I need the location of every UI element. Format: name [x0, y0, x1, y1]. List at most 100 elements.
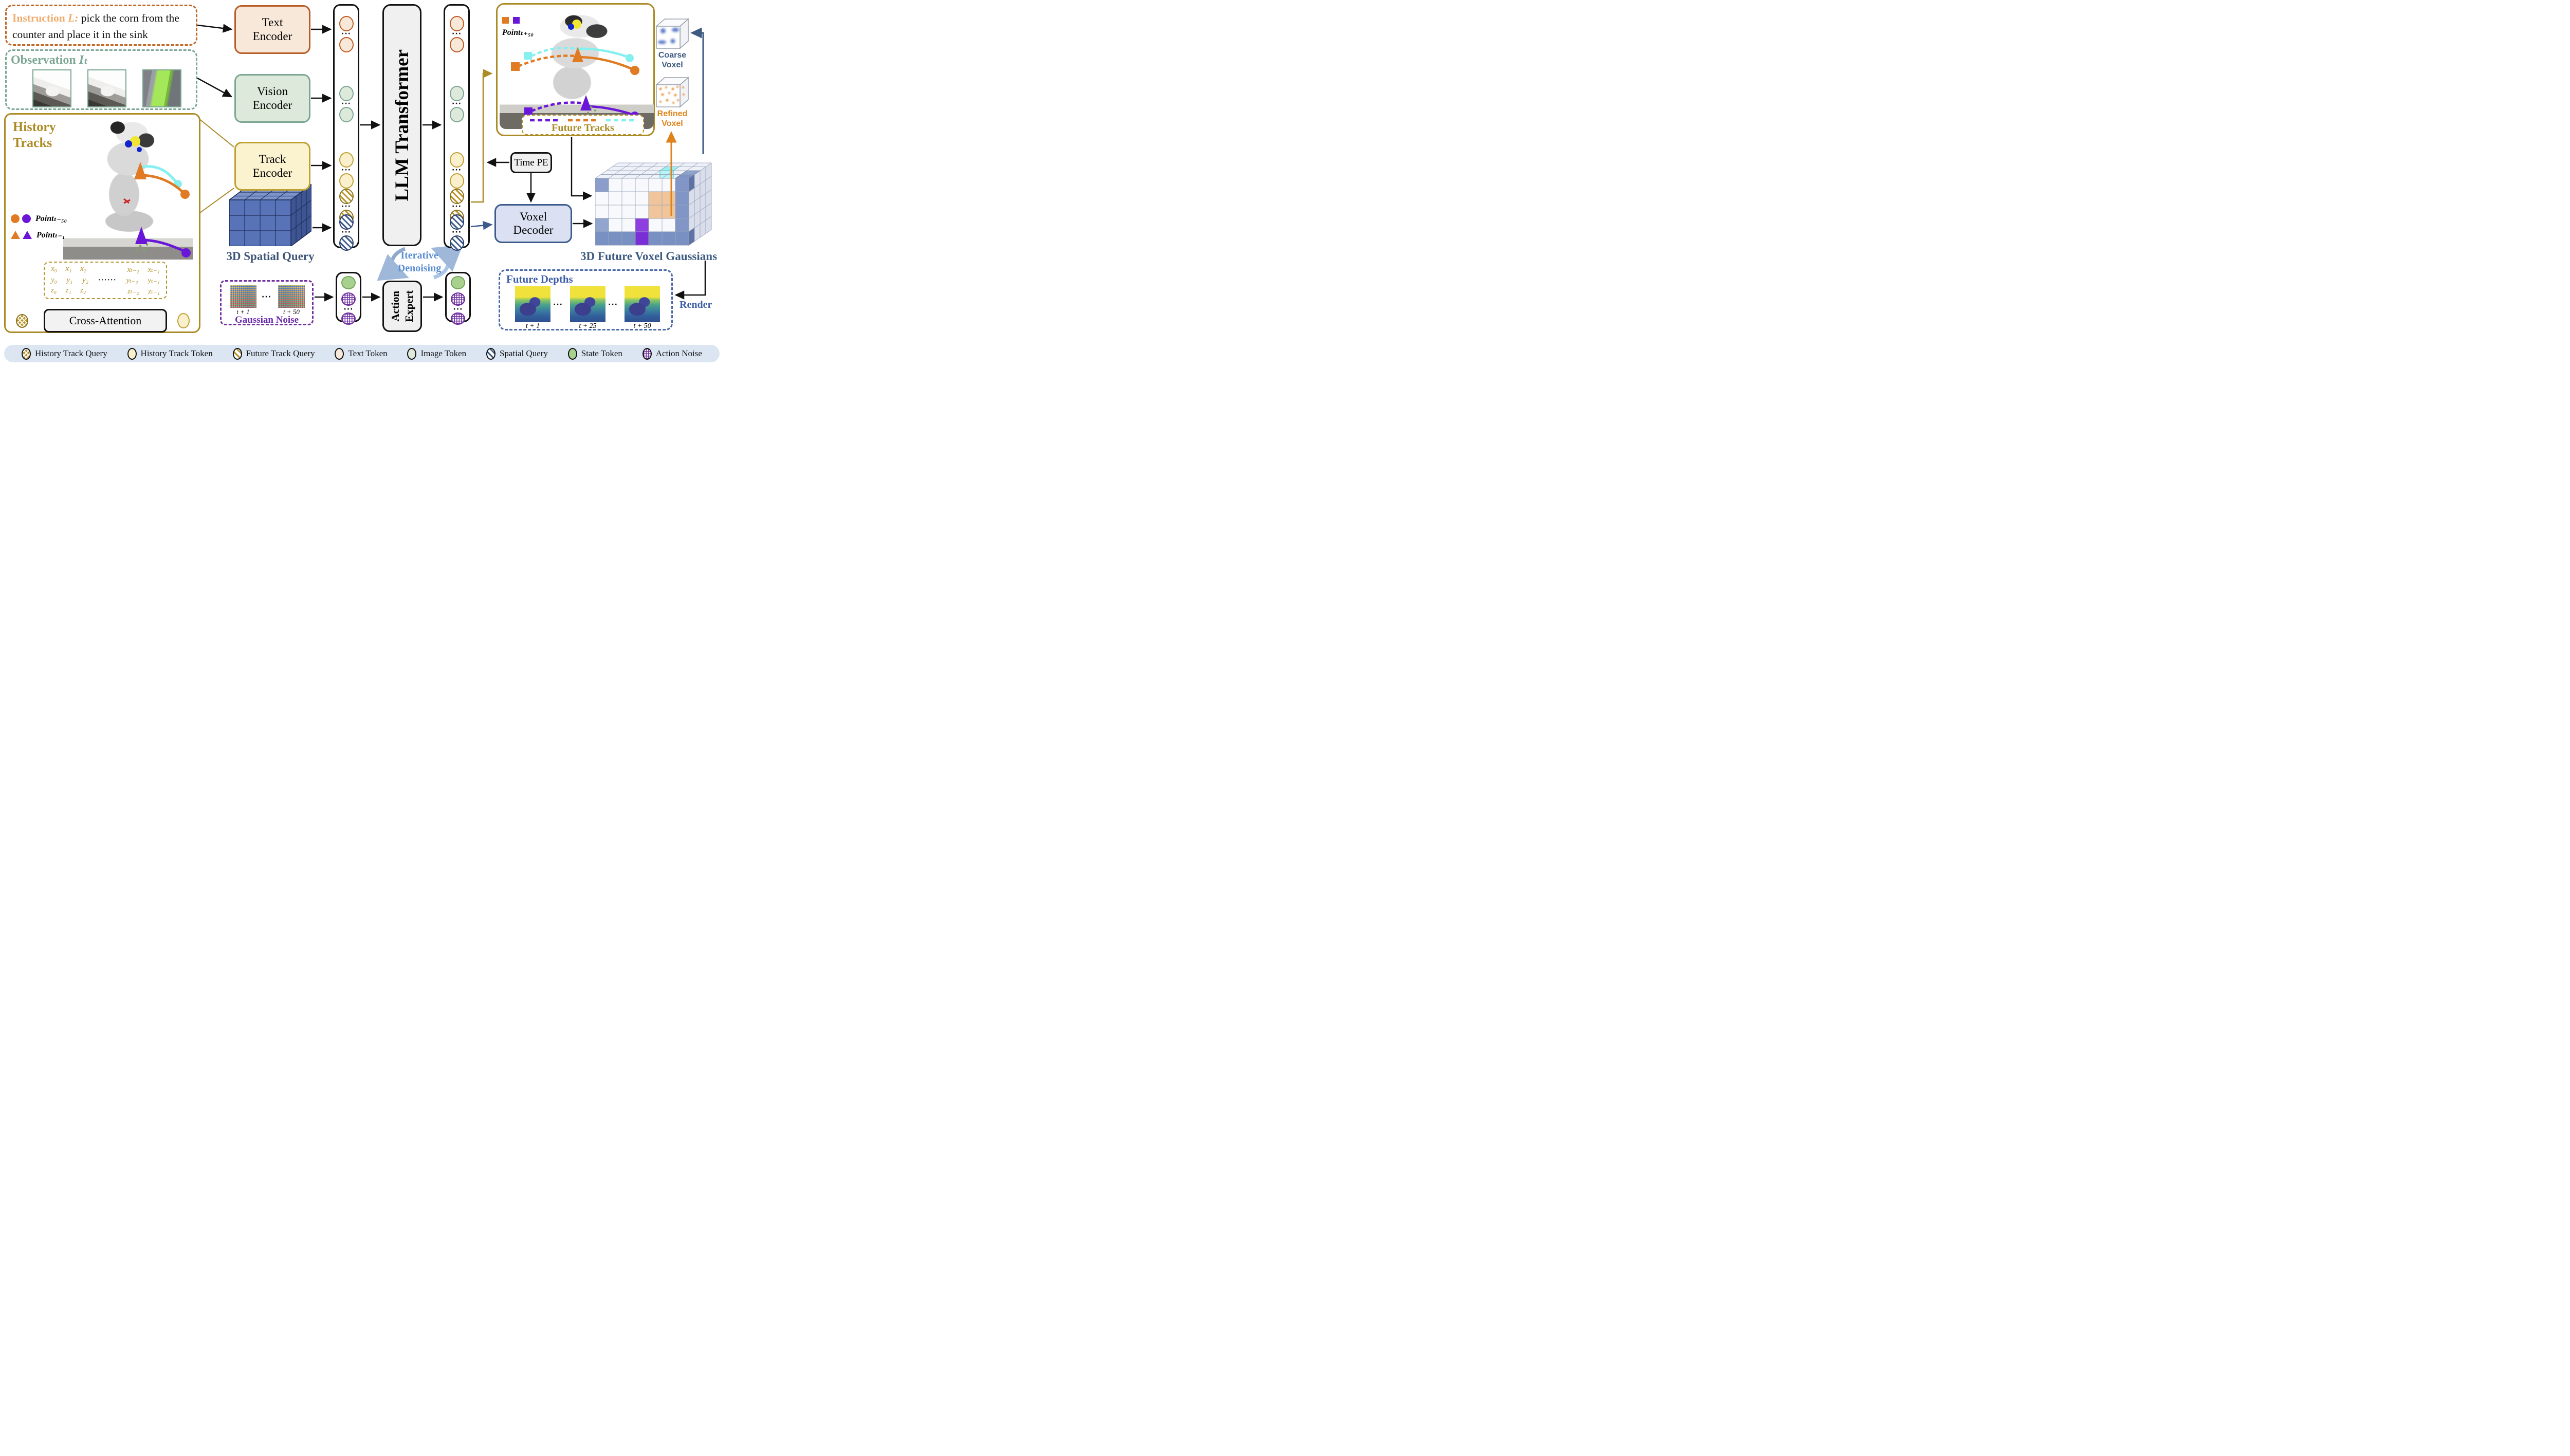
legend-label: History Track Query	[35, 348, 107, 358]
legend-state-token: State Token	[567, 347, 622, 360]
state-token-icon	[451, 276, 465, 289]
matrix-cell: y₀	[51, 276, 57, 284]
dots: ···	[453, 305, 463, 314]
gaussian-noise-label: Gaussian Noise	[234, 315, 299, 325]
legend-future-track-query: Future Track Query	[232, 347, 315, 360]
matrix-cell: x₁	[65, 265, 72, 273]
future-point-label: Pointₜ₊₅₀	[502, 28, 534, 37]
figure-canvas: Instruction L: pick the corn from the co…	[0, 0, 728, 364]
observation-box: Observation Iₜ	[5, 49, 197, 110]
token-legend-bar: History Track Query History Track Token …	[4, 345, 720, 362]
point-t1-orange-triangle-icon	[11, 231, 20, 239]
action-input-column: ···	[336, 272, 361, 325]
history-point-legend-row2: Pointₜ₋₁	[11, 230, 65, 240]
action-noise-icon	[341, 292, 356, 306]
vision-encoder-label: Vision Encoder	[252, 85, 292, 112]
history-track-query-icon	[16, 314, 28, 328]
legend-action-noise: Action Noise	[642, 347, 702, 360]
spatial-query-token-icon	[449, 235, 464, 251]
history-track-token-icon	[449, 173, 464, 189]
future-tracks-dash-icons	[530, 119, 636, 122]
spatial-query-token-icon	[486, 347, 495, 360]
history-track-token-icon	[449, 152, 464, 168]
image-token-icon	[339, 107, 354, 122]
coarse-voxel-label: Coarse Voxel	[658, 51, 687, 70]
action-expert-box: Action Expert	[382, 281, 422, 332]
noise-t50-label: t + 50	[283, 308, 300, 316]
image-token-icon	[449, 86, 464, 101]
time-pe-box: Time PE	[510, 152, 552, 173]
instruction-var: L:	[68, 12, 79, 24]
refined-voxel-box	[656, 77, 689, 108]
noise-image-t50	[278, 285, 305, 308]
text-encoder-box: Text Encoder	[234, 5, 310, 54]
matrix-cell: x₀	[51, 265, 57, 273]
instruction-box: Instruction L: pick the corn from the co…	[5, 5, 197, 46]
noise-t1-label: t + 1	[236, 308, 250, 316]
spatial-query-label: 3D Spatial Query	[226, 250, 315, 263]
dots: ···	[341, 228, 351, 236]
depth-image-t1	[515, 286, 550, 322]
dots: ···	[341, 30, 351, 38]
future-depths-box: Future Depths ··· ··· t + 1 t + 25 t + 5…	[499, 269, 673, 330]
voxel-gaussians-grid	[595, 162, 712, 246]
image-token-icon	[339, 86, 354, 101]
legend-label: Future Track Query	[246, 348, 315, 358]
matrix-cell: yₜ₋₂	[126, 277, 138, 285]
depth-image-t50	[625, 286, 660, 322]
instruction-text: pick the corn from the counter and place…	[12, 12, 179, 41]
depth-image-t25	[570, 286, 605, 322]
depth-t50-label: t + 50	[633, 322, 651, 330]
matrix-cell: y₂	[82, 276, 88, 284]
text-encoder-label: Text Encoder	[252, 16, 292, 43]
matrix-cell: yₜ₋₁	[148, 277, 160, 285]
action-noise-icon	[451, 292, 465, 306]
text-token-icon	[449, 37, 464, 52]
text-token-icon	[339, 16, 354, 31]
dots: ···	[452, 228, 462, 236]
state-token-icon	[341, 276, 356, 289]
legend-history-track-query: History Track Query	[22, 347, 107, 360]
point-t50-label: Pointₜ₋₅₀	[35, 214, 67, 223]
voxel-decoder-label: Voxel Decoder	[513, 210, 554, 236]
dots: ···	[452, 166, 462, 174]
depth-t25-label: t + 25	[579, 322, 597, 330]
cross-attention-box: Cross-Attention	[44, 309, 167, 333]
vision-encoder-box: Vision Encoder	[234, 74, 310, 123]
spatial-query-token-icon	[339, 214, 354, 230]
future-tracks-overlay	[511, 20, 639, 120]
matrix-cell: z₂	[80, 286, 86, 294]
action-expert-label: Expert	[402, 290, 415, 322]
matrix-cell: z₀	[51, 286, 57, 294]
legend-spatial-query: Spatial Query	[486, 347, 548, 360]
dots: ···	[452, 30, 462, 38]
dots: ···	[341, 202, 351, 211]
dots: ···	[341, 100, 351, 108]
legend-label: Text Token	[348, 348, 388, 358]
history-tracks-title: History Tracks	[13, 119, 56, 151]
action-output-column: ···	[445, 272, 471, 325]
matrix-cell: y₁	[66, 276, 73, 284]
legend-label: State Token	[581, 348, 622, 358]
dots: ···	[452, 202, 462, 211]
dots: ···	[608, 301, 618, 309]
noise-image-t1	[230, 285, 256, 308]
future-tracks-panel: Pointₜ₊₅₀ Future Tracks	[496, 3, 655, 136]
track-encoder-label: Track Encoder	[252, 153, 292, 179]
matrix-cell: x₂	[80, 265, 86, 273]
history-tracks-overlay	[123, 136, 191, 257]
matrix-cell: xₜ₋₁	[148, 266, 160, 274]
observation-image-1	[32, 69, 71, 107]
spatial-query-token-icon	[449, 214, 464, 230]
future-tracks-inner-box: Future Tracks	[522, 115, 644, 135]
observation-title: Observation	[11, 53, 76, 67]
gaussian-noise-box: ··· t + 1 t + 50 Gaussian Noise	[220, 280, 314, 325]
matrix-cell: xₜ₋₂	[127, 266, 139, 274]
legend-image-token: Image Token	[407, 347, 466, 360]
action-noise-icon	[341, 312, 356, 325]
refined-voxel-label: Refined Voxel	[657, 109, 688, 128]
point-t1-label: Pointₜ₋₁	[36, 231, 65, 239]
text-token-icon	[449, 16, 464, 31]
matrix-cell: z₁	[65, 286, 71, 294]
